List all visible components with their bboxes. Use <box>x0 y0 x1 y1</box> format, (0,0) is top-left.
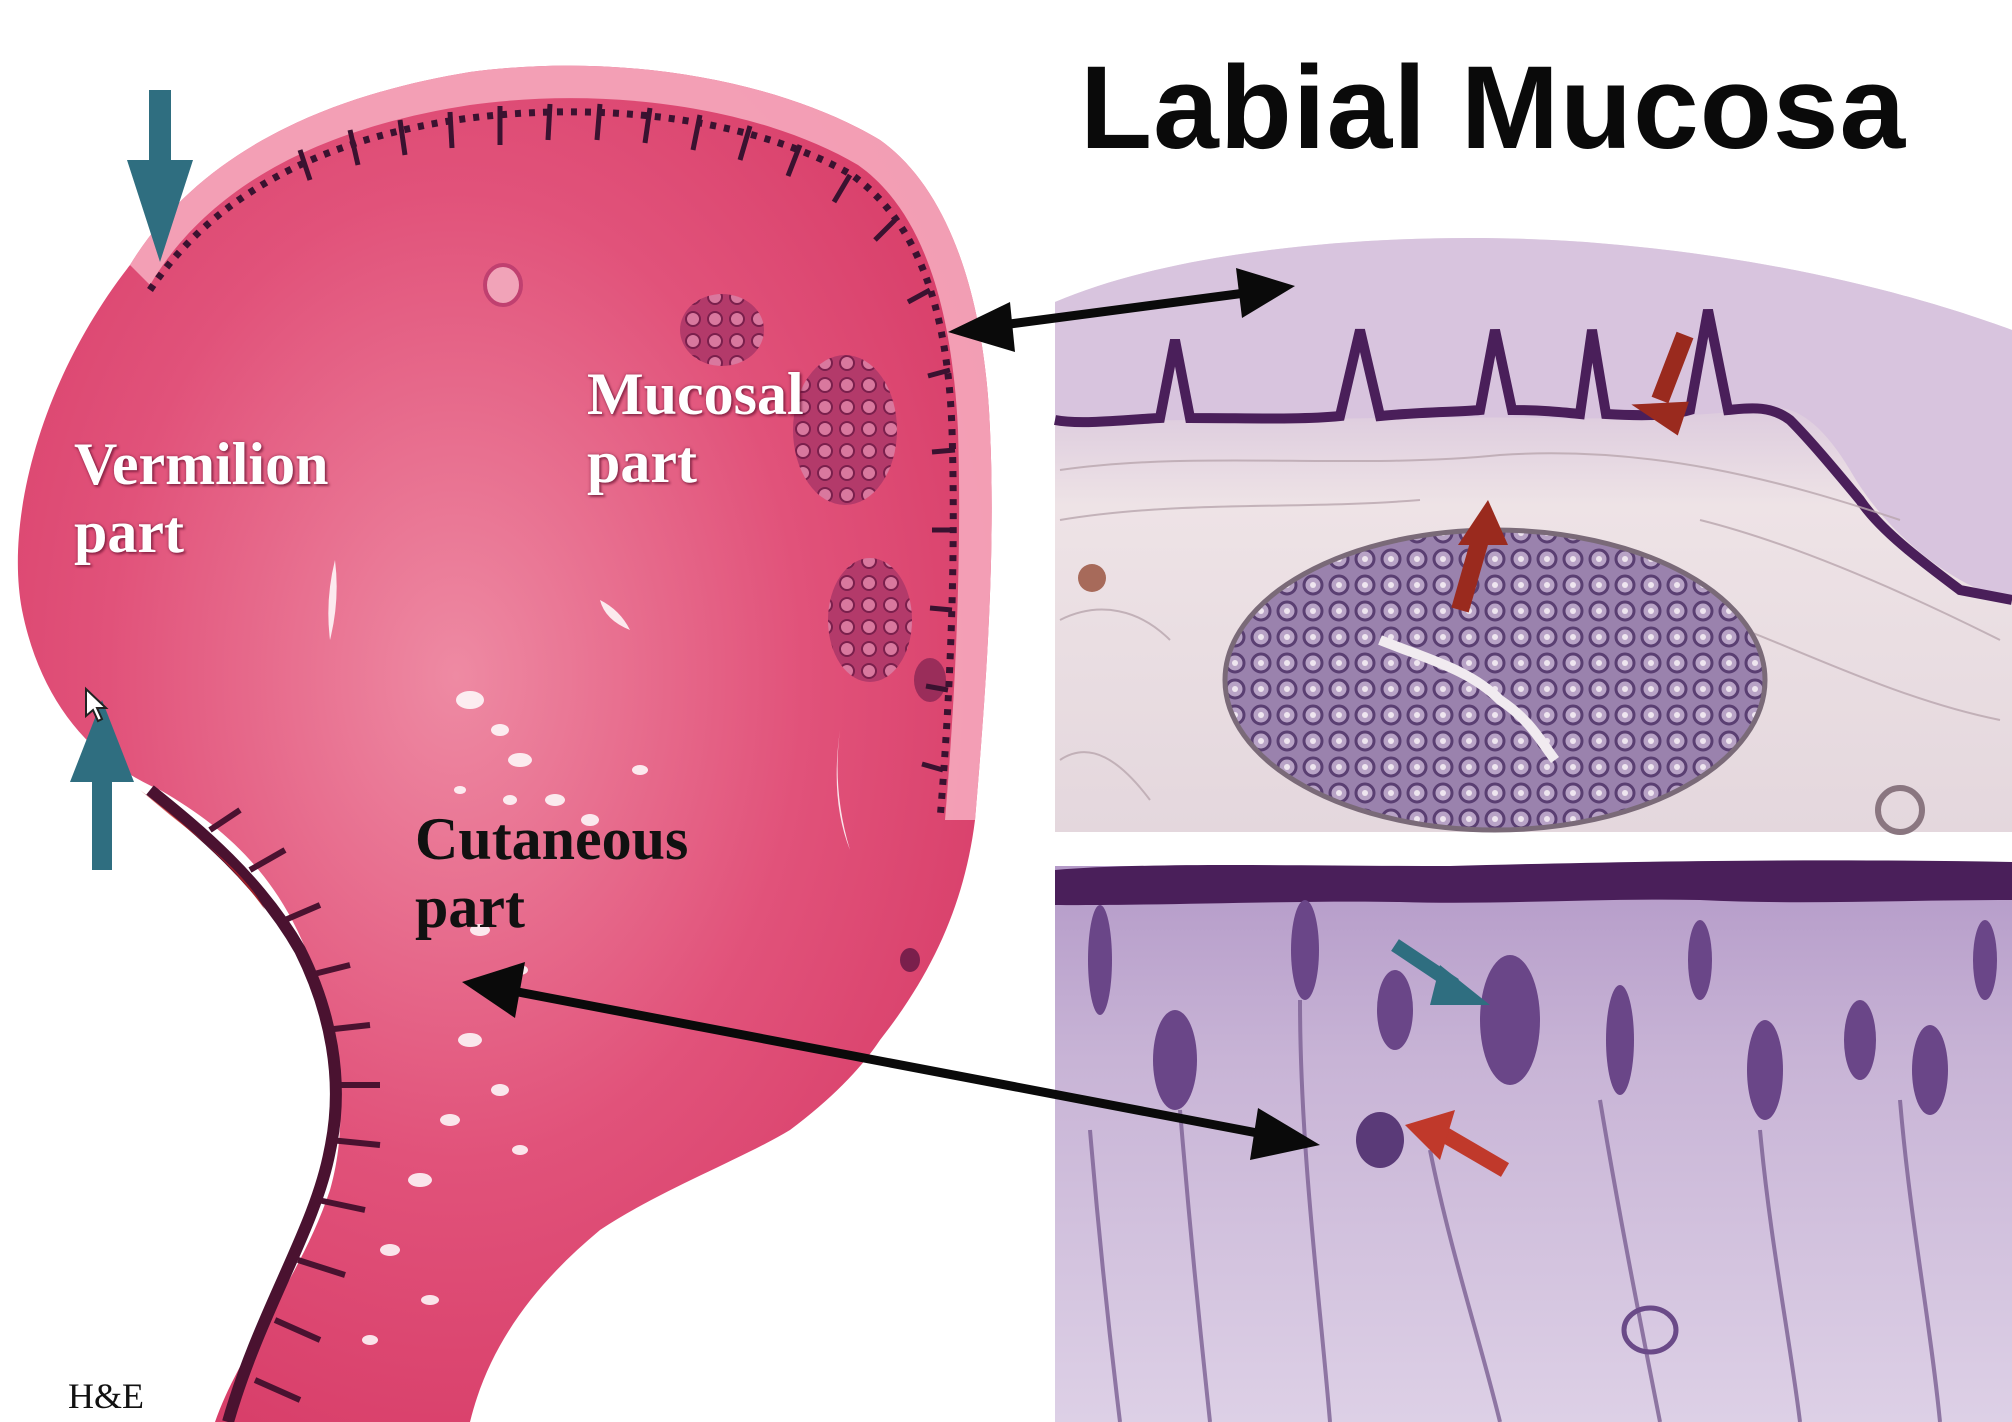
main-section <box>17 65 992 1422</box>
vermilion-part-label: Vermilion part <box>74 431 329 565</box>
double-arrow-cutaneous <box>462 962 1320 1160</box>
salivary-gland-lobule <box>1222 527 1768 833</box>
cutaneous-micrograph <box>1055 860 2012 1422</box>
red-arrow-sebaceous <box>1405 1110 1510 1177</box>
blue-arrow-top <box>127 90 193 262</box>
red-arrow-gland <box>1451 500 1508 613</box>
rete-ridges <box>297 103 956 773</box>
slide-title: Labial Mucosa <box>1080 42 1907 174</box>
cutaneous-part-label: Cutaneous part <box>415 806 689 940</box>
hair-follicles <box>1088 900 1997 1120</box>
blue-arrow-follicle <box>1391 939 1490 1005</box>
red-arrow-epithelium <box>1631 331 1694 436</box>
pink-glands <box>483 263 946 972</box>
cursor-icon <box>85 686 109 723</box>
skin-fibers <box>1088 999 1942 1422</box>
blue-arrow-bottom <box>70 700 134 870</box>
mucosa-epithelium-band <box>1055 237 2012 600</box>
mucosa-basal-line <box>1054 309 2012 605</box>
cutaneous-epithelium <box>146 785 342 1422</box>
epidermis <box>1055 860 2012 906</box>
cutaneous-ridges <box>208 807 381 1403</box>
double-arrow-mucosal <box>948 268 1295 352</box>
stain-label: H&E <box>68 1376 144 1416</box>
lip-tissue <box>17 65 992 1422</box>
mucosal-part-label: Mucosal part <box>587 361 804 495</box>
mucosal-micrograph <box>1054 237 2012 835</box>
